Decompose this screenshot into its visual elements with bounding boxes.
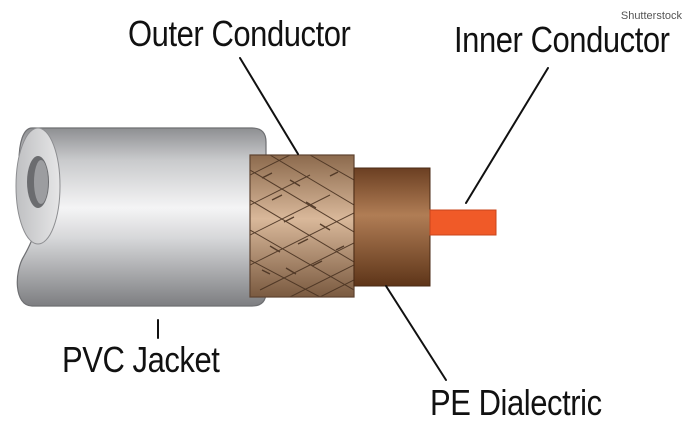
pe-dialectric-leader [385, 285, 447, 381]
outer-conductor-leader [239, 57, 299, 155]
outer-conductor-braid [249, 154, 355, 298]
pe-dialectric-label: PE Dialectric [430, 382, 602, 423]
outer-conductor-label: Outer Conductor [128, 13, 351, 54]
pvc-jacket-label: PVC Jacket [62, 339, 220, 380]
inner-conductor-leader [465, 67, 549, 204]
watermark-text: Shutterstock [620, 10, 682, 22]
pe-dielectric [353, 167, 431, 287]
pvc-jacket [15, 127, 267, 307]
leader-lines [157, 57, 549, 381]
inner-conductor-label: Inner Conductor [454, 19, 670, 60]
inner-conductor [429, 209, 497, 236]
